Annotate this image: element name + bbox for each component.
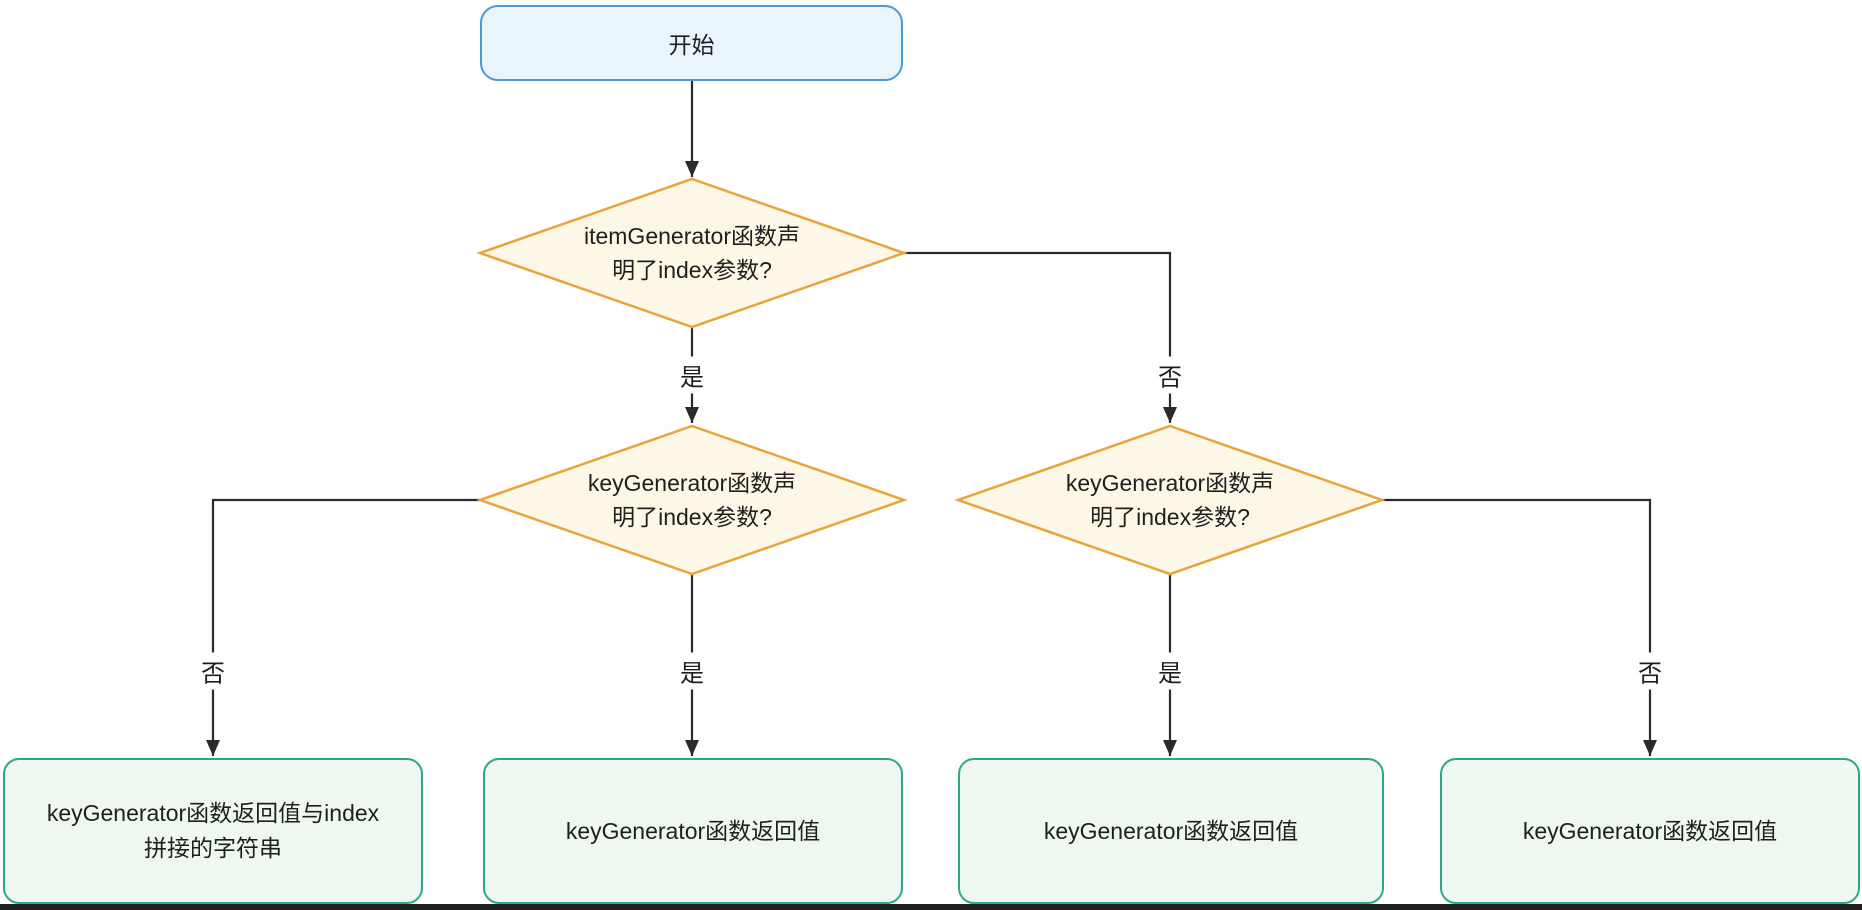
decision-key-generator-right-label: keyGenerator函数声 明了index参数? — [1065, 470, 1275, 530]
edge-label-decision3-no: 否 — [1635, 652, 1665, 690]
node-result-key-mid: keyGenerator函数返回值 — [958, 758, 1384, 904]
decision-item-generator-shape — [476, 177, 908, 329]
decision-item-generator-label: itemGenerator函数声 明了index参数? — [583, 223, 800, 283]
edge-label-decision1-yes: 是 — [677, 356, 707, 394]
edge-decision3-no — [1382, 498, 1657, 756]
edge-decision2-no — [206, 498, 480, 756]
node-result-concat: keyGenerator函数返回值与index 拼接的字符串 — [3, 758, 423, 904]
decision-key-generator-left-shape — [476, 424, 908, 576]
node-result-key-right: keyGenerator函数返回值 — [1440, 758, 1860, 904]
edge-decision1-no — [904, 251, 1177, 423]
edge-label-decision2-no: 否 — [198, 652, 228, 690]
node-start-label: 开始 — [668, 32, 715, 58]
node-result-key-left: keyGenerator函数返回值 — [483, 758, 903, 904]
decision-key-generator-right-shape — [954, 424, 1386, 576]
node-start: 开始 — [480, 5, 903, 81]
decision-key-generator-left-label: keyGenerator函数声 明了index参数? — [587, 470, 797, 530]
bottom-edge-bar — [0, 904, 1862, 910]
edge-label-decision2-yes: 是 — [677, 652, 707, 690]
edge-label-decision1-no: 否 — [1155, 356, 1185, 394]
edge-label-decision3-yes: 是 — [1155, 652, 1185, 690]
